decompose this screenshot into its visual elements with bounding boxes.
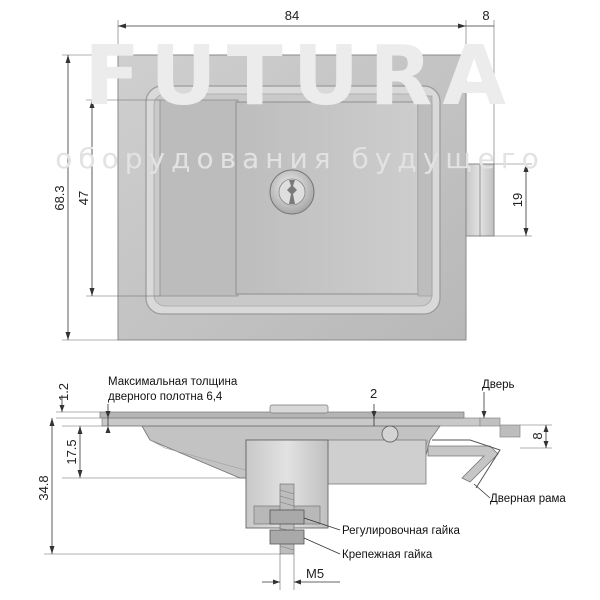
label-fixing-nut: Крепежная гайка bbox=[342, 549, 433, 561]
lock-body bbox=[235, 101, 419, 295]
cylinder-head bbox=[269, 404, 329, 414]
adjust-nut bbox=[269, 509, 305, 525]
dim-thread: M5 bbox=[306, 566, 324, 581]
label-max-thickness-line2: дверного полотна 6,4 bbox=[108, 391, 223, 403]
fixing-nut bbox=[269, 529, 305, 545]
dim-depth-upper: 17.5 bbox=[64, 439, 79, 464]
watermark-brand: FUTURA bbox=[84, 29, 516, 124]
dim-width: 84 bbox=[285, 8, 299, 23]
pivot-pin bbox=[381, 425, 399, 443]
latch-pawl bbox=[427, 445, 499, 483]
label-adjust-nut: Регулировочная гайка bbox=[342, 525, 461, 537]
dim-thickness: 1.2 bbox=[56, 383, 71, 401]
dim-right-offset: 8 bbox=[482, 8, 489, 23]
watermark-slogan: оборудования будущего bbox=[55, 142, 544, 175]
dim-right-side: 8 bbox=[530, 432, 545, 439]
dim-depth-total: 34.8 bbox=[36, 475, 51, 500]
side-view: 1.2 17.5 34.8 2 8 M5 Максималь bbox=[36, 376, 566, 590]
label-door: Дверь bbox=[482, 379, 515, 391]
label-max-thickness-line1: Максимальная толщина bbox=[108, 376, 238, 388]
top-view: 84 8 68.3 47 19 bbox=[52, 8, 532, 341]
dim-handle-height: 47 bbox=[76, 191, 91, 205]
dim-total-height: 68.3 bbox=[52, 185, 67, 210]
handle-paddle bbox=[159, 99, 239, 297]
dim-gap: 2 bbox=[370, 386, 377, 401]
dim-bolt-height: 19 bbox=[510, 193, 525, 207]
door-panel bbox=[101, 417, 481, 427]
keyhole-icon bbox=[287, 180, 297, 204]
label-door-frame: Дверная рама bbox=[490, 493, 566, 505]
